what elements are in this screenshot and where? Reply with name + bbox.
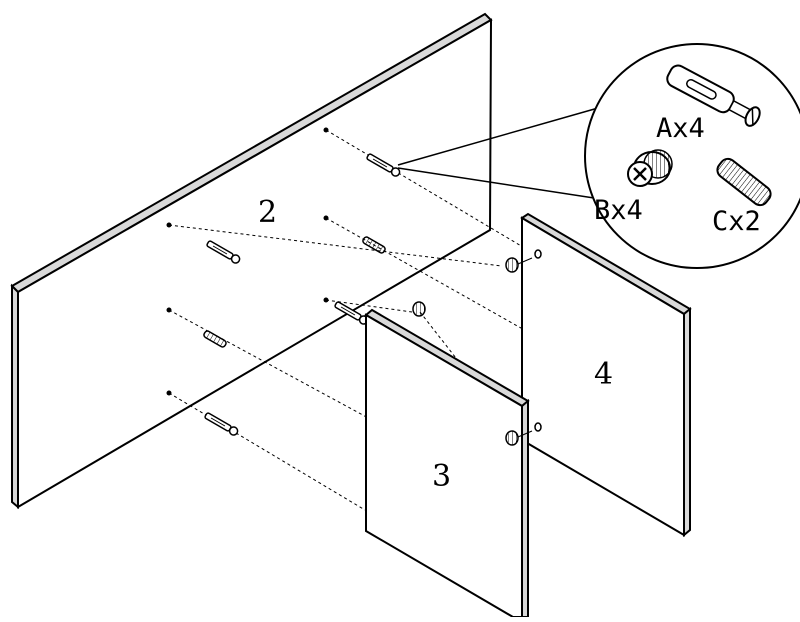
panel-3: 3 (364, 308, 542, 618)
hole (166, 307, 172, 313)
cam-bolt-1 (366, 153, 401, 177)
panel-2-label: 2 (258, 195, 277, 230)
panel-2: 2 (10, 12, 493, 510)
hardware-callout-circle (584, 43, 800, 269)
panel-2-side-edge (11, 283, 19, 510)
callout-lines (397, 107, 599, 199)
dowel-1 (362, 236, 386, 254)
hardware-callout: Ax4 Bx4 Cx2 (584, 43, 800, 269)
panel-4: 4 (520, 212, 692, 538)
panel-3-label: 3 (432, 459, 451, 494)
hole (166, 390, 172, 396)
panel-4-face (521, 216, 685, 537)
cam-lock-1 (505, 257, 533, 273)
dowel-2 (203, 330, 227, 348)
hardware-label-c: Cx2 (712, 206, 761, 237)
cam-bolt-4 (204, 412, 239, 436)
panel-3-hole (534, 422, 542, 432)
hole (323, 297, 329, 303)
hole (323, 127, 329, 133)
cam-bolt-2 (206, 240, 241, 264)
cam-lock-icon (627, 149, 673, 187)
hole (166, 222, 172, 228)
cam-lock-2 (412, 301, 426, 317)
hardware-label-b: Bx4 (594, 195, 643, 226)
hole (323, 215, 329, 221)
cam-bolt-icon (666, 64, 761, 127)
wood-dowel-icon (716, 157, 772, 207)
hardware-label-a: Ax4 (656, 113, 705, 144)
panel-4-label: 4 (594, 357, 613, 392)
cam-lock-3 (505, 430, 533, 446)
panel-4-hole (534, 249, 542, 259)
panel-2-holes (166, 127, 329, 396)
